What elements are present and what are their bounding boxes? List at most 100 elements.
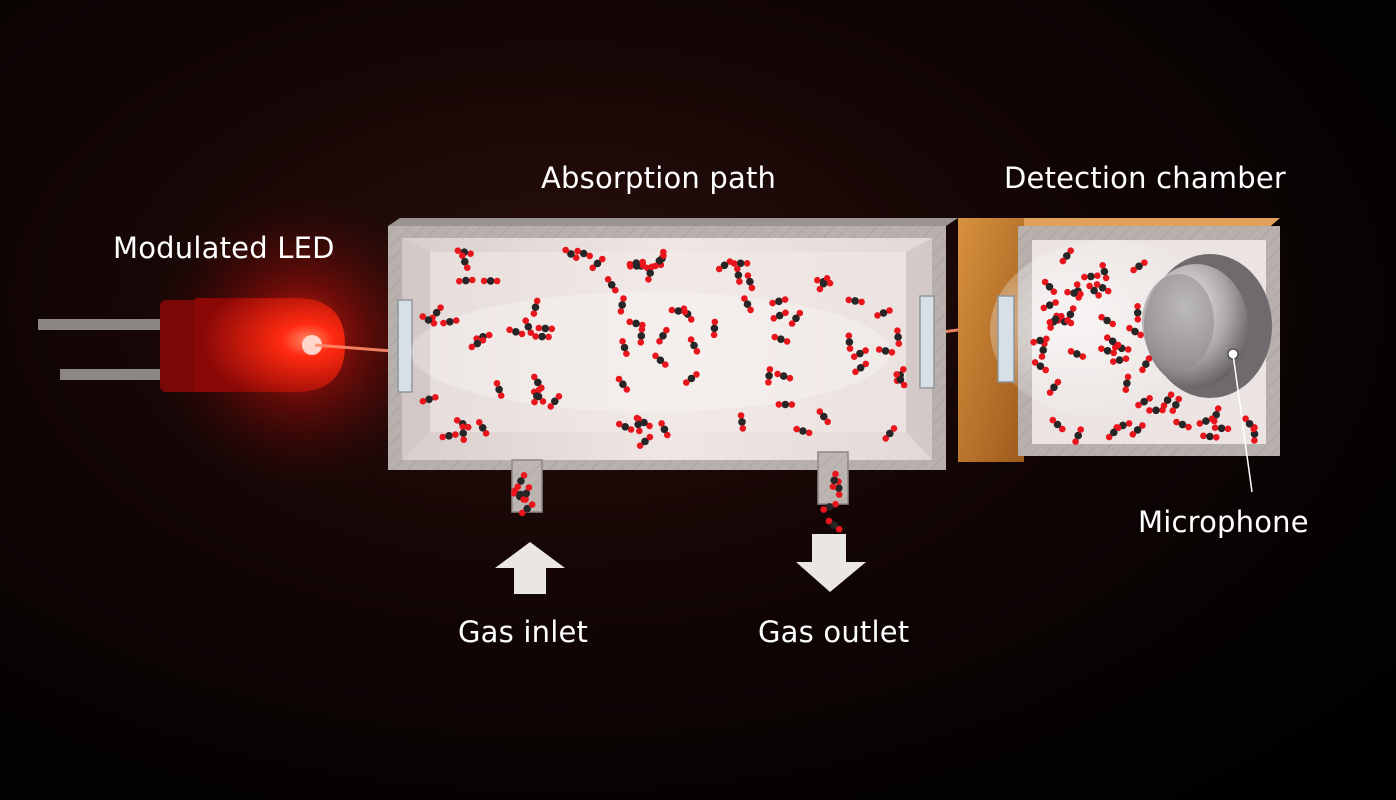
molecule-icon: [741, 295, 754, 314]
molecule-icon: [737, 412, 747, 432]
molecule-icon: [774, 370, 794, 382]
molecule-icon: [1093, 281, 1112, 295]
molecule-icon: [522, 317, 535, 337]
down-arrow-icon: [796, 534, 866, 592]
molecule-icon: [619, 338, 630, 358]
molecule-icon: [852, 360, 870, 376]
molecule-icon: [1126, 324, 1144, 339]
molecule-icon: [683, 371, 700, 386]
molecule-icon: [439, 431, 459, 441]
molecule-icon: [769, 296, 789, 307]
molecule-icon: [1064, 288, 1084, 298]
molecule-icon: [1081, 272, 1101, 281]
molecule-icon: [1129, 422, 1146, 438]
absorption-chamber: [388, 218, 958, 513]
molecule-icon: [656, 326, 670, 345]
molecule-icon: [636, 433, 654, 450]
molecule-icon: [1105, 424, 1122, 441]
molecule-icon: [1104, 334, 1122, 349]
molecule-icon: [744, 272, 756, 292]
molecule-icon: [1064, 305, 1077, 324]
molecule-icon: [637, 326, 646, 346]
label-gas-outlet: Gas outlet: [758, 615, 910, 649]
molecule-icon: [715, 258, 734, 273]
molecule-icon: [532, 332, 552, 341]
molecule-icon: [771, 333, 791, 345]
led-icon: [195, 298, 345, 392]
molecule-icon: [633, 414, 643, 435]
window-icon: [397, 299, 413, 393]
molecule-icon: [850, 347, 869, 361]
molecule-icon: [454, 247, 474, 257]
molecule-icon: [874, 307, 893, 319]
molecule-icon: [775, 400, 796, 409]
label-gas-inlet: Gas inlet: [458, 615, 589, 649]
molecule-icon: [820, 500, 839, 513]
molecule-icon: [668, 306, 688, 316]
led-lead-top: [38, 319, 173, 330]
molecule-icon: [770, 309, 789, 322]
molecule-icon: [1139, 355, 1153, 374]
molecule-icon: [734, 265, 743, 285]
molecule-icon: [493, 380, 505, 399]
modulated-led: [38, 190, 450, 490]
molecule-icon: [765, 366, 774, 386]
molecule-icon: [710, 318, 719, 339]
molecule-icon: [1211, 424, 1232, 433]
molecule-icon: [652, 252, 667, 270]
label-detection-chamber: Detection chamber: [1004, 161, 1287, 195]
molecule-icon: [604, 276, 619, 294]
molecule-icon: [1059, 247, 1074, 265]
led-lead-bottom: [60, 369, 175, 380]
molecule-icon: [1086, 282, 1102, 299]
molecule-icon: [1196, 415, 1216, 427]
detection-chamber: [958, 218, 1280, 493]
molecule-icon: [893, 371, 908, 389]
molecule-icon: [1046, 378, 1062, 396]
microphone-icon: [1142, 254, 1272, 493]
molecule-icon: [730, 259, 751, 268]
molecule-icon: [626, 258, 646, 268]
window-icon: [919, 295, 935, 389]
molecule-icon: [816, 275, 831, 293]
molecule-icon: [530, 297, 541, 317]
molecule-icon: [574, 247, 593, 260]
molecule-icon: [535, 324, 556, 333]
molecule-icon: [476, 419, 490, 437]
molecule-icon: [531, 386, 543, 406]
molecule-icon: [658, 420, 671, 439]
molecule-icon: [882, 425, 898, 442]
molecule-icon: [456, 276, 476, 285]
molecule-icon: [506, 326, 526, 338]
molecule-icon: [1200, 432, 1220, 441]
molecule-icon: [520, 484, 533, 503]
microphone-pointer-line: [1232, 353, 1253, 493]
molecule-icon: [1110, 355, 1130, 365]
molecule-icon: [616, 420, 635, 433]
molecule-icon: [480, 277, 501, 285]
molecule-icon: [1098, 345, 1117, 357]
molecule-icon: [1067, 348, 1087, 360]
molecule-icon: [419, 394, 439, 405]
molecule-icon: [615, 375, 631, 393]
molecule-icon: [1072, 426, 1084, 445]
molecule-icon: [845, 332, 854, 352]
molecule-icon: [1098, 313, 1116, 328]
molecule-icon: [1041, 278, 1058, 296]
molecule-icon: [825, 517, 843, 533]
molecule-icon: [835, 478, 843, 498]
molecule-icon: [1040, 299, 1059, 312]
molecule-icon: [1049, 416, 1066, 433]
up-arrow-icon: [495, 542, 565, 594]
molecule-icon: [562, 246, 580, 261]
molecule-icon: [1133, 303, 1142, 323]
gas-molecules: [419, 246, 1259, 533]
molecule-icon: [518, 501, 536, 517]
label-microphone: Microphone: [1138, 505, 1309, 539]
molecule-icon: [1173, 418, 1192, 431]
label-absorption-path: Absorption path: [541, 161, 777, 195]
molecule-icon: [1031, 359, 1049, 374]
molecule-icon: [1099, 262, 1110, 282]
molecule-icon: [589, 255, 606, 272]
